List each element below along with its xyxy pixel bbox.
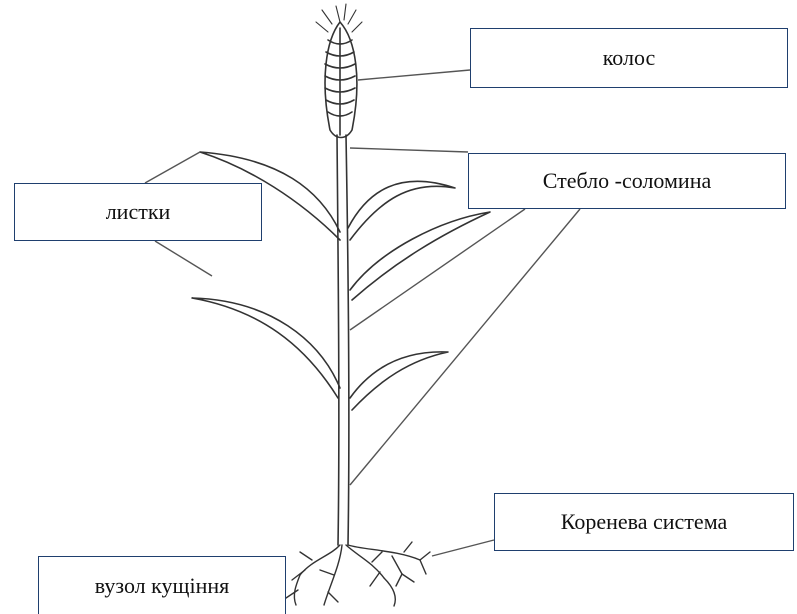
label-kolos: колос xyxy=(470,28,788,88)
label-lystky: листки xyxy=(14,183,262,241)
wheat-roots xyxy=(286,542,430,606)
leader-line-kolos xyxy=(358,70,470,80)
leader-line-koreneva xyxy=(432,540,494,556)
label-kolos-text: колос xyxy=(603,45,656,71)
label-lystky-text: листки xyxy=(106,199,171,225)
label-koreneva-systema: Коренева система xyxy=(494,493,794,551)
wheat-ear xyxy=(325,22,357,138)
label-koreneva-systema-text: Коренева система xyxy=(561,509,727,535)
wheat-stem xyxy=(337,135,349,545)
leader-line-lystky-lower xyxy=(155,241,212,276)
label-vuzol-kushchinnia: вузол кущіння xyxy=(38,556,286,614)
label-steblo: Стебло -соломина xyxy=(468,153,786,209)
label-steblo-text: Стебло -соломина xyxy=(543,168,711,194)
ear-awns xyxy=(316,4,362,32)
leader-line-lystky-upper xyxy=(145,152,200,183)
leader-line-steblo xyxy=(350,148,468,152)
leader-lines xyxy=(145,70,580,556)
label-vuzol-kushchinnia-text: вузол кущіння xyxy=(95,573,229,599)
